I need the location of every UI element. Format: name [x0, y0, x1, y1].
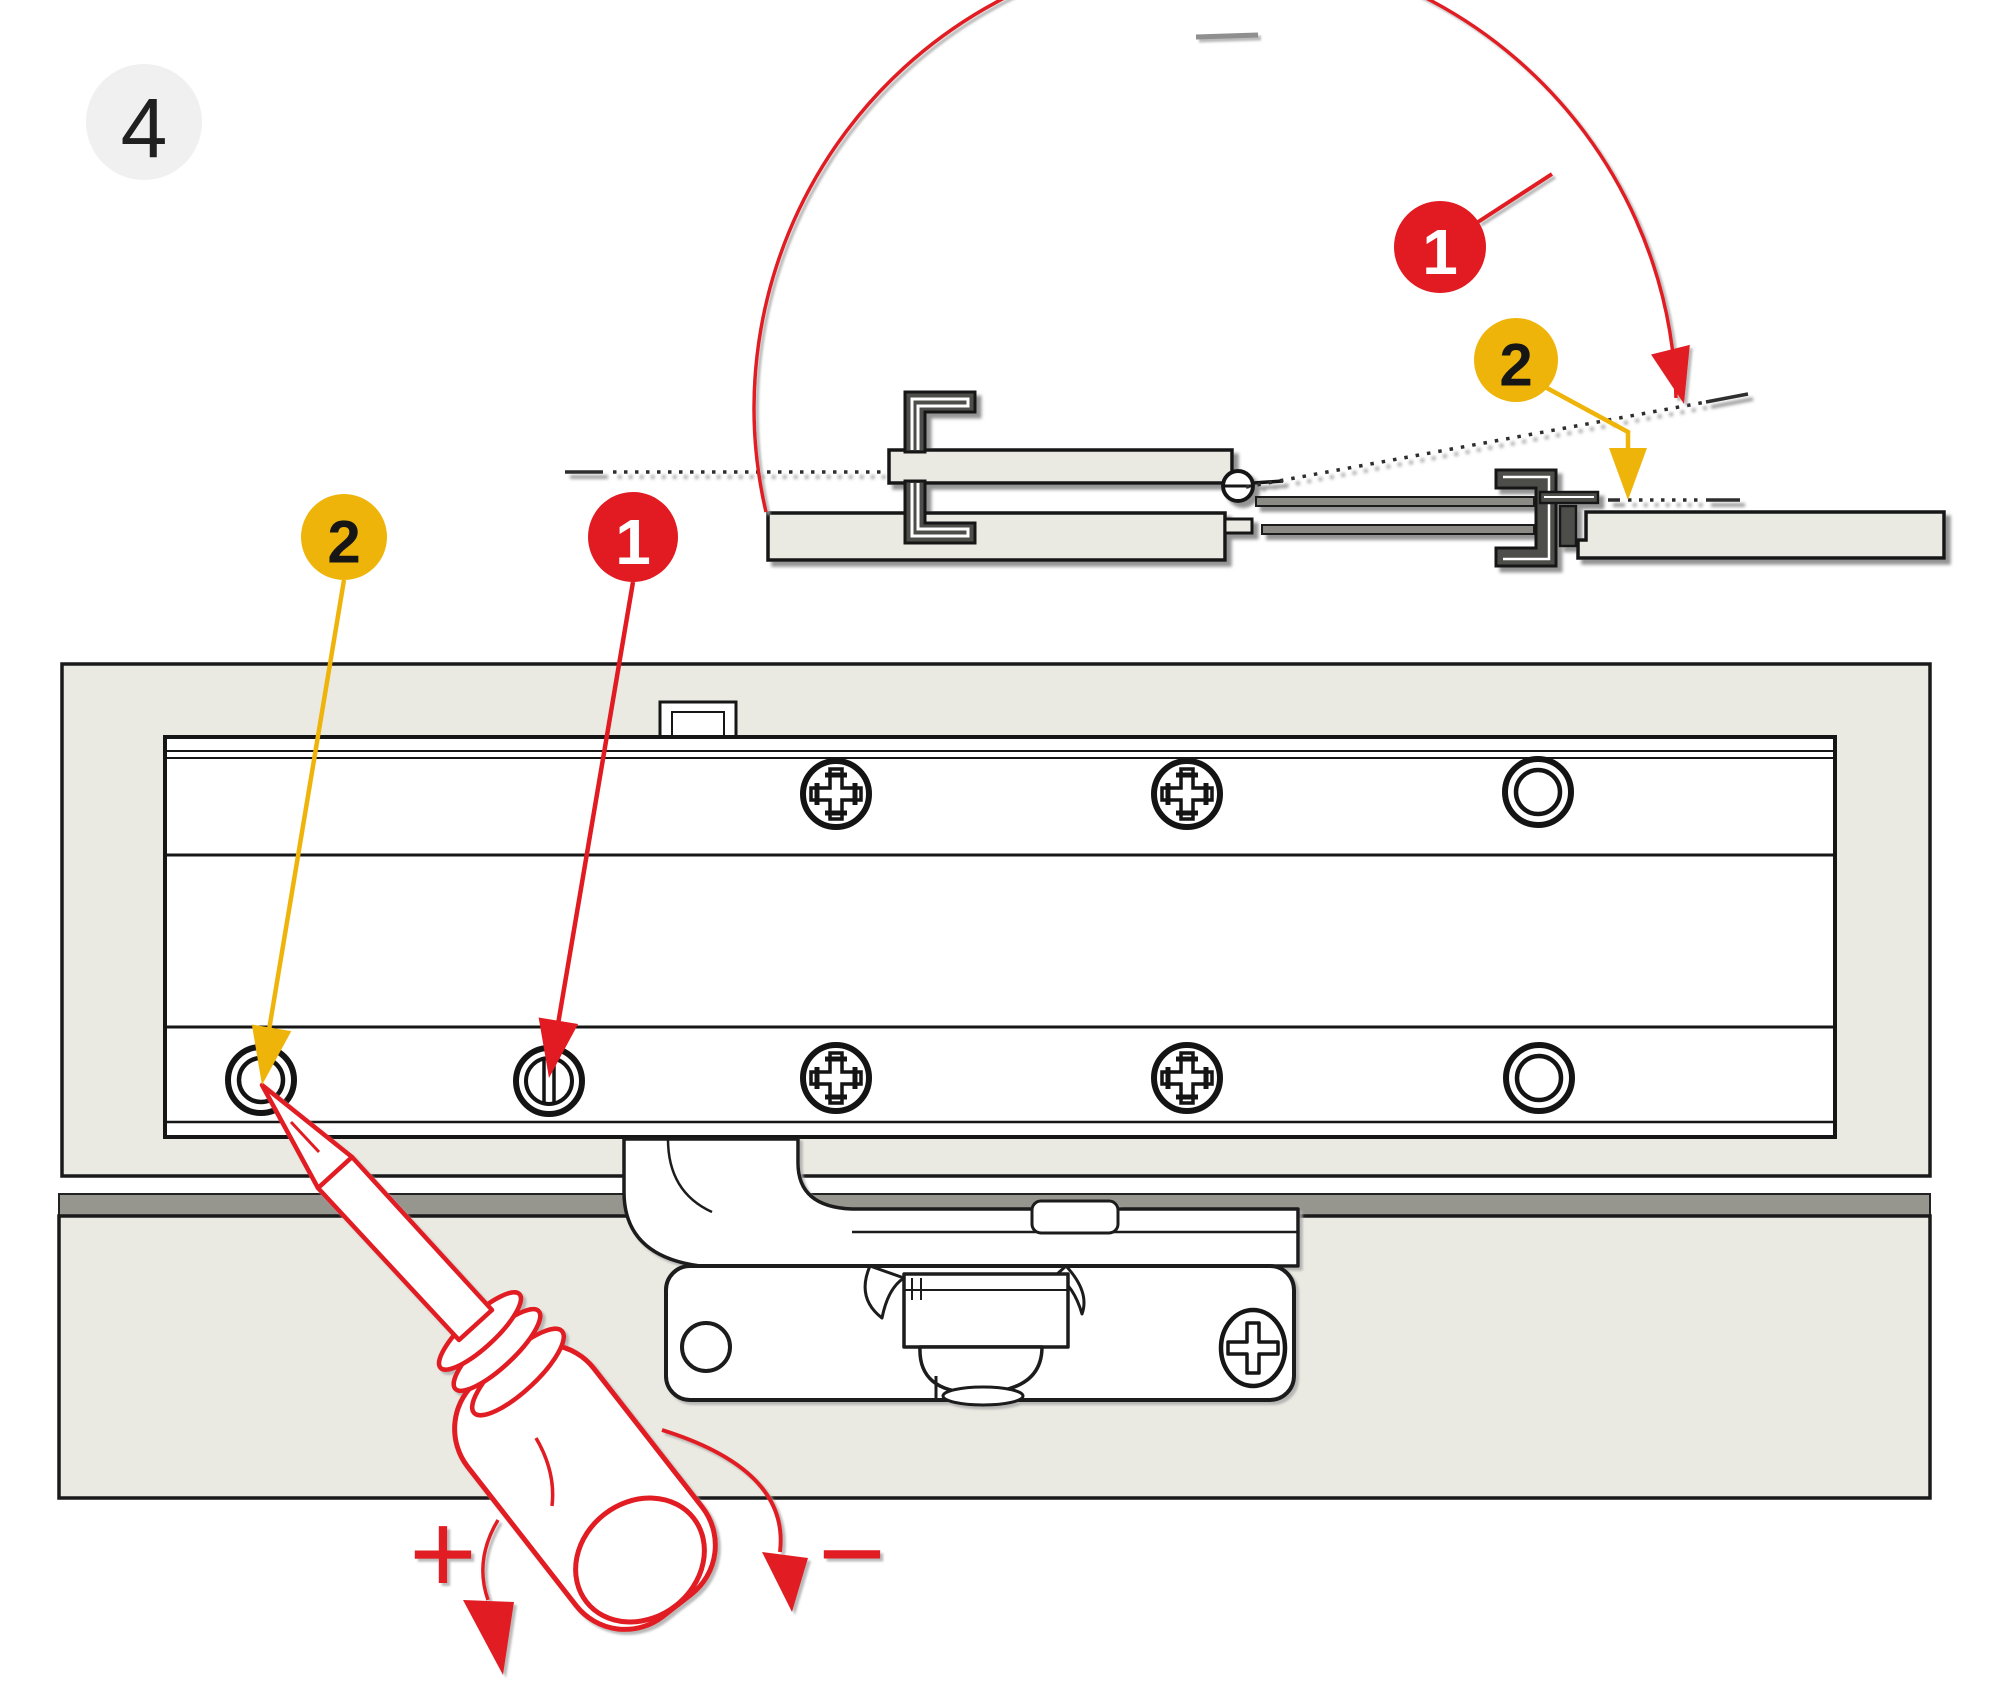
- callout-2-arrowhead-top-icon: [1609, 448, 1647, 500]
- rail-tab-inner: [671, 711, 725, 738]
- right-fixed-panel: [1576, 510, 1946, 560]
- rotate-minus-arrowhead-icon: [762, 1552, 808, 1612]
- callout-1-arrowhead-rail-icon: [538, 1017, 579, 1078]
- damper-valve-disc: [941, 1385, 1025, 1407]
- rotation-indicators: + −: [409, 1428, 886, 1675]
- damper-hook-left: [863, 1264, 906, 1320]
- callout-1-badge-top: 1: [1394, 201, 1486, 293]
- callout-2-number-rail: 2: [327, 509, 360, 576]
- minus-symbol: −: [818, 1488, 886, 1618]
- phillips-screw-upper-2: [1154, 761, 1220, 827]
- rotate-plus-arrow-curve: [481, 1519, 500, 1601]
- damper-cylinder: [902, 1272, 1070, 1349]
- cabinet-elevation-view: [57, 662, 1932, 1500]
- rotate-minus-arrow-curve: [661, 1428, 783, 1553]
- callout-2-circle-rail: [301, 494, 387, 580]
- callout-2-arrowhead-rail-icon: [251, 1024, 292, 1085]
- callout-2-number-top: 2: [1499, 332, 1532, 399]
- damper-top-bump: [1030, 1199, 1120, 1235]
- phillips-screw-lower-1: [803, 1045, 869, 1111]
- screwdriver-blade: [259, 1082, 355, 1191]
- callout-1-leader-rail: [553, 581, 636, 1037]
- screwdriver-blade-line: [289, 1120, 321, 1154]
- callout-1-number-rail: 1: [615, 506, 651, 578]
- clip-profile-right: [1494, 468, 1558, 568]
- ring-hole-upper: [1505, 759, 1571, 825]
- screwdriver-handle-butt: [573, 1495, 707, 1625]
- flap-bar-upper: [1255, 496, 1535, 507]
- hinge-damper-unit: [622, 1137, 1300, 1407]
- step-badge-circle: [86, 64, 202, 180]
- flap-cross-section: [565, 390, 1946, 568]
- callout-2-leader-top: [1543, 385, 1631, 450]
- callout-1-number-top: 1: [1422, 216, 1458, 288]
- callout-2-badge-top: 2: [1474, 318, 1647, 500]
- phillips-screw-upper-1: [803, 761, 869, 827]
- phillips-screw-lower-2: [1154, 1045, 1220, 1111]
- hinge-arm-inner-curve: [666, 1138, 713, 1214]
- flap-bar-lower: [1261, 524, 1535, 535]
- hinge-arm: [622, 1137, 1300, 1268]
- screwdriver-grip-line: [534, 1437, 555, 1507]
- motion-arc-arrowhead-icon: [1651, 344, 1690, 404]
- ring-hole-lower: [1506, 1045, 1572, 1111]
- lower-fixed-panel: [766, 511, 1227, 562]
- callout-1-leader-top: [1476, 172, 1554, 224]
- motion-arc: [752, 0, 1678, 513]
- screwdriver: [259, 1082, 718, 1632]
- clip-profile-right-inner: [1503, 475, 1551, 561]
- baseplate-hole: [680, 1321, 732, 1373]
- pivot-icon: [1221, 469, 1284, 503]
- callout-2-leader-rail: [264, 579, 347, 1043]
- step-badge: 4: [86, 64, 202, 180]
- plus-symbol: +: [409, 1488, 477, 1618]
- clip-profile-bottom-left-inner: [910, 483, 970, 538]
- callout-2-badge-rail: 2: [251, 494, 387, 1085]
- step-number: 4: [121, 81, 168, 175]
- arc-apex-tick: [1195, 32, 1259, 40]
- baseplate-screw: [1218, 1307, 1288, 1389]
- clip-profile-top-left-inner: [910, 397, 970, 450]
- upper-flap-panel: [887, 448, 1234, 485]
- panel-edge-trim: [1558, 504, 1578, 548]
- callout-2-circle-top: [1474, 318, 1558, 402]
- callout-1-badge-rail: 1: [538, 492, 678, 1078]
- flap-motion: [752, 0, 1690, 513]
- clip-profile-top-left: [903, 390, 977, 454]
- rotate-plus-arrowhead-icon: [463, 1600, 514, 1675]
- panel-stub: [1223, 517, 1254, 535]
- callout-1-circle-top: [1394, 201, 1486, 293]
- hinge-rail: [163, 735, 1837, 1139]
- callout-1-circle-rail: [588, 492, 678, 582]
- open-position-dash-end: [1705, 392, 1749, 404]
